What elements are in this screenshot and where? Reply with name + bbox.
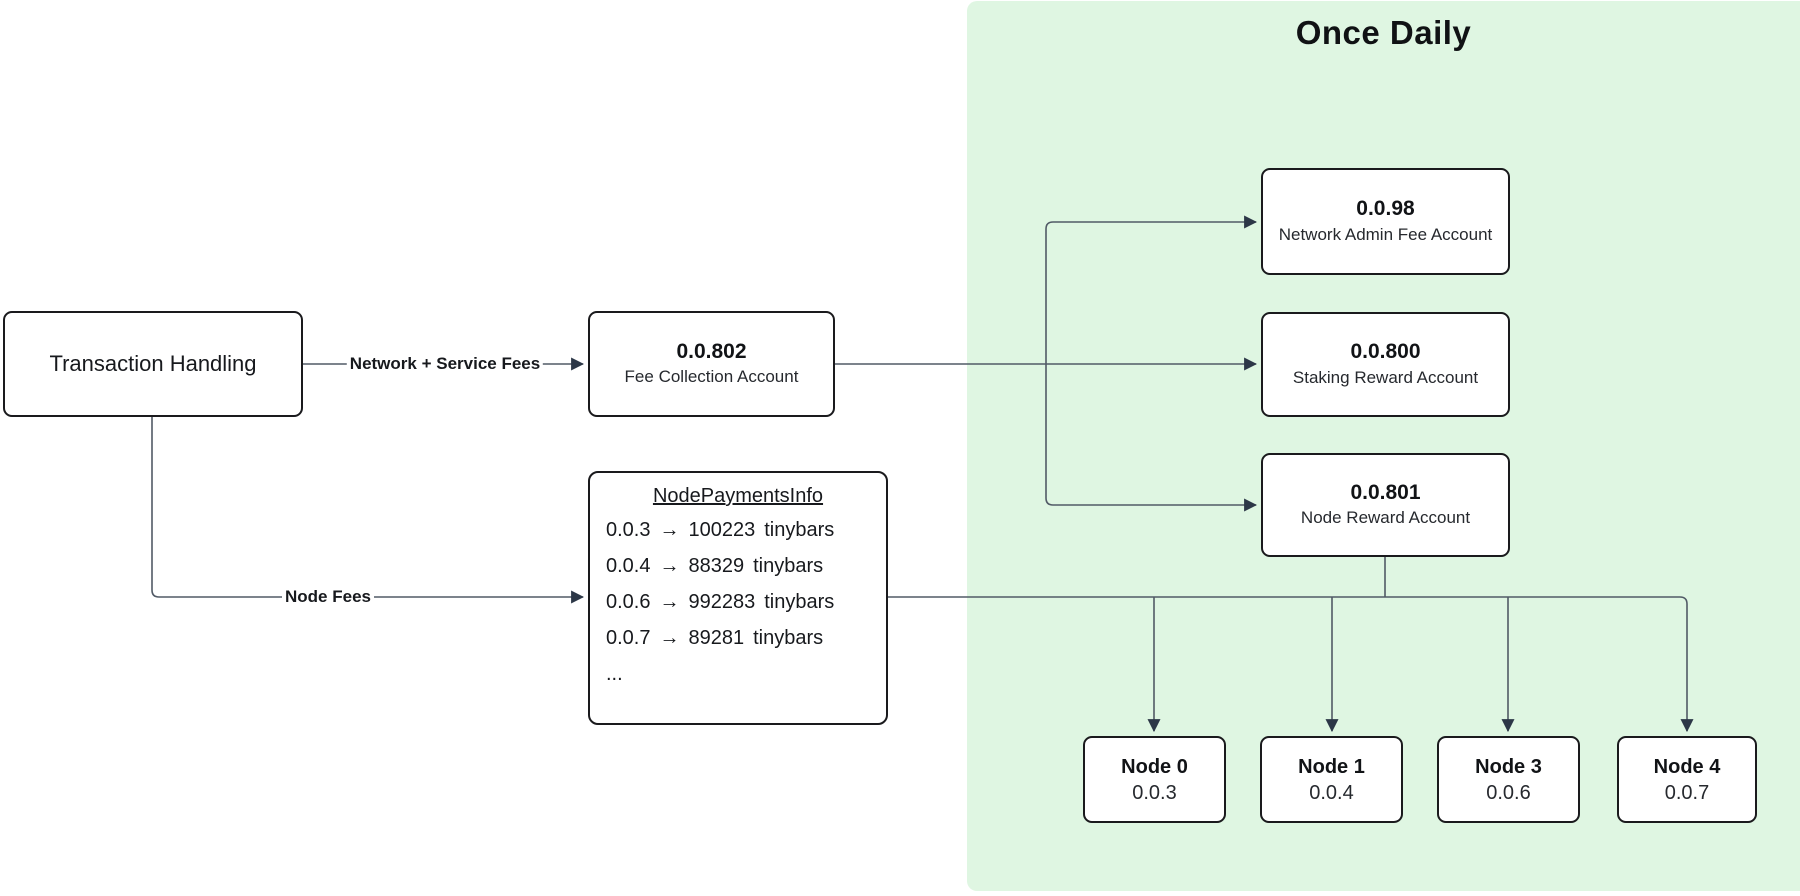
right-arrow-glyph: → (659, 519, 680, 541)
payment-unit: tinybars (764, 591, 835, 613)
network-admin-fee-account-label: Network Admin Fee Account (1278, 224, 1493, 244)
node3-account-id: 0.0.6 (1486, 781, 1531, 804)
payment-unit: tinybars (753, 555, 824, 577)
node0-title: Node 0 (1121, 755, 1188, 778)
network-service-fees-label: Network + Service Fees (346, 354, 544, 374)
node-payments-info-title: NodePaymentsInfo (652, 485, 824, 507)
payment-amount: 88329 (688, 555, 745, 577)
fee-collection-account-box: 0.0.802 Fee Collection Account (588, 311, 835, 417)
node1-box: Node 1 0.0.4 (1260, 736, 1403, 823)
payment-unit: tinybars (764, 519, 835, 541)
node1-title: Node 1 (1298, 755, 1365, 778)
right-arrow-glyph: → (659, 555, 680, 577)
payment-row: 0.0.7 → 89281 tinybars (606, 620, 870, 656)
edge-node-fees (151, 417, 585, 604)
payment-row: 0.0.6 → 992283 tinybars (606, 584, 870, 620)
payment-account: 0.0.4 (606, 555, 651, 577)
payment-account: 0.0.6 (606, 591, 651, 613)
payment-row-ellipsis: ... (606, 663, 623, 685)
staking-reward-account-id: 0.0.800 (1350, 340, 1421, 364)
node1-account-id: 0.0.4 (1309, 781, 1354, 804)
payment-amount: 100223 (688, 519, 756, 541)
once-daily-title: Once Daily (1295, 14, 1472, 51)
network-admin-fee-account-id: 0.0.98 (1356, 197, 1415, 221)
node-reward-account-label: Node Reward Account (1300, 508, 1471, 528)
payment-account: 0.0.3 (606, 519, 651, 541)
node3-box: Node 3 0.0.6 (1437, 736, 1580, 823)
node4-account-id: 0.0.7 (1664, 781, 1710, 804)
node4-title: Node 4 (1653, 755, 1721, 778)
transaction-handling-label: Transaction Handling (49, 351, 257, 376)
staking-reward-account-label: Staking Reward Account (1292, 367, 1479, 387)
node0-account-id: 0.0.3 (1132, 781, 1177, 804)
network-admin-fee-account-box: 0.0.98 Network Admin Fee Account (1261, 168, 1510, 275)
fee-collection-account-label: Fee Collection Account (624, 367, 799, 387)
fee-collection-account-id: 0.0.802 (676, 339, 747, 363)
transaction-handling-box: Transaction Handling (3, 311, 303, 417)
payment-amount: 992283 (688, 591, 756, 613)
node-fees-label: Node Fees (282, 587, 374, 607)
node-payments-info-box: NodePaymentsInfo 0.0.3 → 100223 tinybars… (588, 471, 888, 725)
staking-reward-account-box: 0.0.800 Staking Reward Account (1261, 312, 1510, 417)
node-reward-account-box: 0.0.801 Node Reward Account (1261, 453, 1510, 557)
right-arrow-glyph: → (659, 591, 680, 613)
node3-title: Node 3 (1475, 755, 1542, 778)
node-reward-account-id: 0.0.801 (1350, 480, 1421, 504)
node0-box: Node 0 0.0.3 (1083, 736, 1226, 823)
payment-amount: 89281 (688, 627, 745, 649)
payment-account: 0.0.7 (606, 627, 651, 649)
payment-row: 0.0.4 → 88329 tinybars (606, 548, 870, 584)
node4-box: Node 4 0.0.7 (1617, 736, 1757, 823)
payment-unit: tinybars (753, 627, 824, 649)
right-arrow-glyph: → (659, 627, 680, 649)
payment-row: 0.0.3 → 100223 tinybars (606, 512, 870, 548)
